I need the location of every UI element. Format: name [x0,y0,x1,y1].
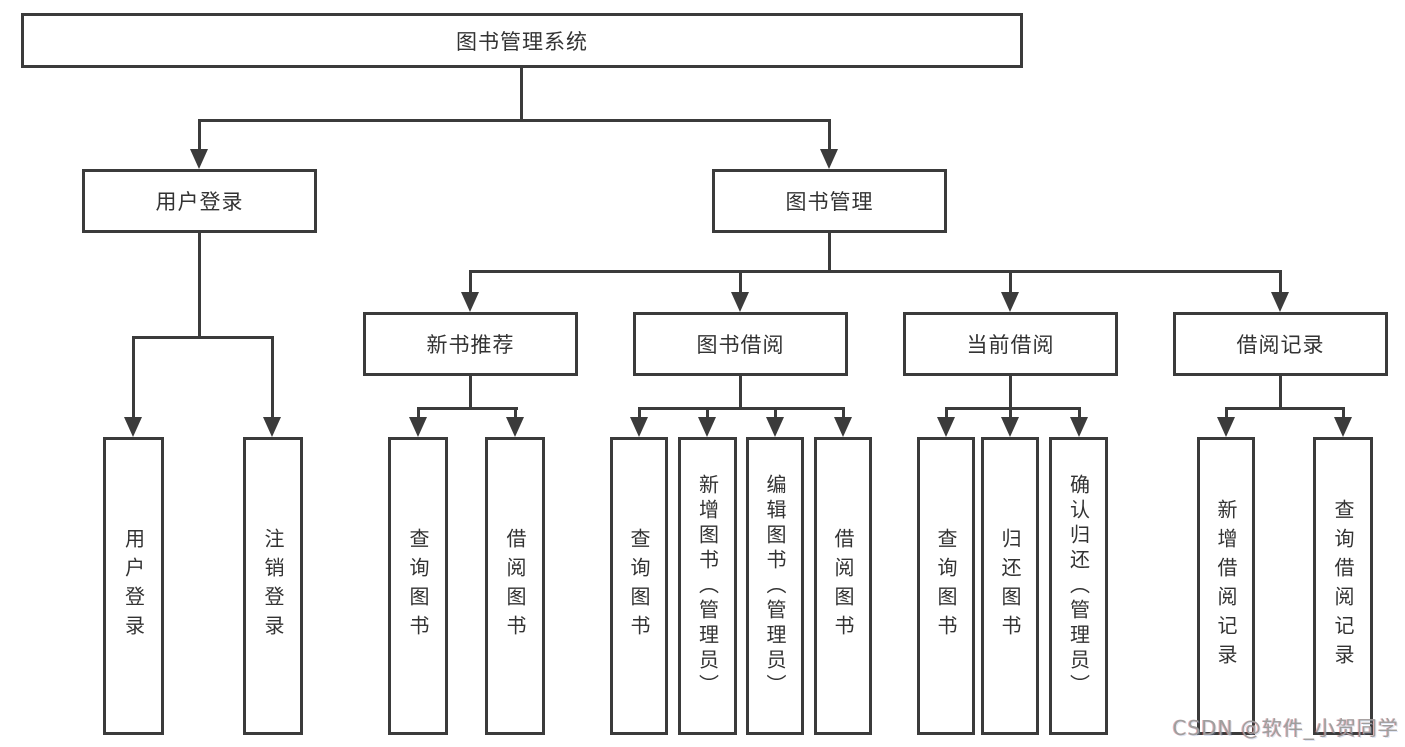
leaf-borrow-books-recommend: 借阅图书 [485,437,545,735]
connector-line [514,407,517,421]
arrow-down-icon [1334,417,1352,437]
arrow-down-icon [1271,292,1289,312]
connector-line [417,407,518,410]
arrow-down-icon [1001,417,1019,437]
connector-line [132,336,274,339]
leaf-query-books-recommend-label: 查询图书 [406,528,430,644]
node-new-book-recommend: 新书推荐 [363,312,578,376]
connector-line [198,119,831,122]
arrow-down-icon [506,417,524,437]
connector-line [1225,407,1345,410]
connector-line [638,407,845,410]
leaf-logout: 注销登录 [243,437,303,735]
node-borrowing-records: 借阅记录 [1173,312,1388,376]
leaf-logout-label: 注销登录 [261,528,285,644]
node-user-login: 用户登录 [82,169,317,233]
leaf-query-books-borrowing-label: 查询图书 [627,528,651,644]
connector-line [1279,270,1282,296]
connector-line [1342,407,1345,421]
connector-line [198,119,201,153]
leaf-confirm-return-admin: 确认归还（管理员） [1049,437,1108,735]
arrow-down-icon [937,417,955,437]
connector-line [774,407,777,421]
connector-line [828,119,831,153]
leaf-add-books-admin-label: 新增图书（管理员） [695,473,720,699]
arrow-down-icon [630,417,648,437]
connector-line [1225,407,1228,421]
connector-line [271,336,274,420]
node-user-login-label: 用户登录 [155,190,244,214]
leaf-return-books: 归还图书 [981,437,1039,735]
leaf-user-login-label: 用户登录 [121,528,146,644]
arrow-down-icon [731,292,749,312]
arrow-down-icon [263,417,281,437]
node-borrowing-records-label: 借阅记录 [1236,333,1325,357]
connector-line [828,233,831,273]
arrow-down-icon [834,417,852,437]
connector-line [706,407,709,421]
leaf-query-books-borrowing: 查询图书 [610,437,668,735]
connector-line [945,407,1081,410]
node-book-management: 图书管理 [712,169,947,233]
leaf-query-borrow-record-label: 查询借阅记录 [1331,499,1355,673]
connector-line [1009,407,1012,421]
node-current-borrowing: 当前借阅 [903,312,1118,376]
connector-line [469,270,1282,273]
arrow-down-icon [1070,417,1088,437]
leaf-edit-books-admin: 编辑图书（管理员） [746,437,804,735]
leaf-borrow-books-label: 借阅图书 [831,528,855,644]
leaf-add-books-admin: 新增图书（管理员） [678,437,737,735]
node-book-borrowing: 图书借阅 [633,312,848,376]
leaf-add-borrow-record-label: 新增借阅记录 [1214,499,1238,673]
leaf-borrow-books: 借阅图书 [814,437,872,735]
connector-line [520,68,523,122]
connector-line [1009,270,1012,296]
arrow-down-icon [461,292,479,312]
connector-line [469,376,472,410]
connector-line [739,270,742,296]
leaf-query-books-current: 查询图书 [917,437,975,735]
arrow-down-icon [1217,417,1235,437]
leaf-query-books-recommend: 查询图书 [388,437,448,735]
node-library-system-label: 图书管理系统 [456,29,588,54]
arrow-down-icon [124,417,142,437]
connector-line [1279,376,1282,410]
leaf-add-borrow-record: 新增借阅记录 [1197,437,1255,735]
arrow-down-icon [190,149,208,169]
leaf-return-books-label: 归还图书 [998,528,1022,644]
csdn-watermark: CSDN @软件_小贺同学 [1172,716,1399,740]
connector-line [1078,407,1081,421]
node-current-borrowing-label: 当前借阅 [966,333,1055,357]
connector-line [198,233,201,339]
connector-line [469,270,472,296]
node-book-borrowing-label: 图书借阅 [696,333,785,357]
leaf-edit-books-admin-label: 编辑图书（管理员） [763,473,787,699]
leaf-confirm-return-admin-label: 确认归还（管理员） [1066,473,1091,699]
connector-line [417,407,420,421]
connector-line [638,407,641,421]
connector-line [842,407,845,421]
node-new-book-recommend-label: 新书推荐 [426,333,515,357]
arrow-down-icon [1001,292,1019,312]
connector-line [945,407,948,421]
connector-line [132,336,135,420]
leaf-query-books-current-label: 查询图书 [934,528,958,644]
arrow-down-icon [820,149,838,169]
leaf-user-login: 用户登录 [103,437,164,735]
leaf-query-borrow-record: 查询借阅记录 [1313,437,1373,735]
node-book-management-label: 图书管理 [785,190,874,214]
connector-line [739,376,742,410]
leaf-borrow-books-recommend-label: 借阅图书 [503,528,527,644]
arrow-down-icon [766,417,784,437]
arrow-down-icon [409,417,427,437]
node-library-system: 图书管理系统 [21,13,1023,68]
connector-line [1009,376,1012,410]
arrow-down-icon [698,417,716,437]
